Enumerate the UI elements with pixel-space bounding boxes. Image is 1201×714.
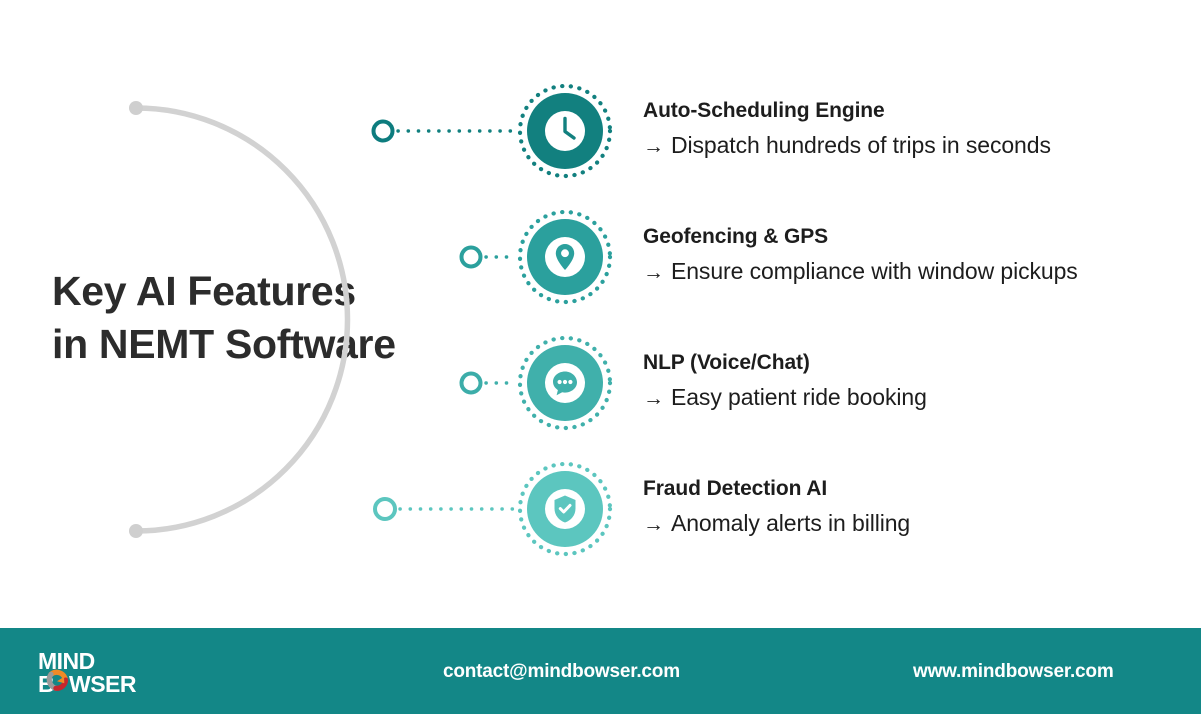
feature-desc-row-2: → Ensure compliance with window pickups <box>643 256 1078 288</box>
feature-desc-row-1: → Dispatch hundreds of trips in seconds <box>643 130 1051 162</box>
icon-badge-2 <box>505 197 625 317</box>
feature-title-4: Fraud Detection AI <box>643 477 828 500</box>
feature-item-geofencing: Geofencing & GPS → Ensure compliance wit… <box>505 197 1078 317</box>
icon-disc-3 <box>527 345 603 421</box>
feature-item-auto-scheduling: Auto-Scheduling Engine → Dispatch hundre… <box>505 71 1051 191</box>
arc-endpoint-bottom-dot <box>129 524 143 538</box>
icon-badge-4 <box>505 449 625 569</box>
arc-node-3 <box>459 371 483 395</box>
arc-connector-graphic <box>129 101 518 538</box>
arrow-icon-1: → <box>643 135 664 158</box>
feature-description-1: Dispatch hundreds of trips in seconds <box>671 132 1051 158</box>
footer-website[interactable]: www.mindbowser.com <box>913 661 1114 682</box>
feature-description-4: Anomaly alerts in billing <box>671 510 911 536</box>
feature-text-3: NLP (Voice/Chat) → Easy patient ride boo… <box>643 350 927 416</box>
dotted-ring-svg-4 <box>517 461 613 557</box>
icon-disc-2 <box>527 219 603 295</box>
feature-desc-row-3: → Easy patient ride booking <box>643 382 927 414</box>
arc-node-1 <box>371 119 395 143</box>
feature-text-1: Auto-Scheduling Engine → Dispatch hundre… <box>643 98 1051 164</box>
clock-icon <box>545 111 585 151</box>
dotted-ring-svg-3 <box>517 335 613 431</box>
page-title-line-1: Key AI Features <box>52 268 356 314</box>
arc-node-2 <box>459 245 483 269</box>
logo-swirl-icon <box>46 669 69 691</box>
feature-description-3: Easy patient ride booking <box>671 384 927 410</box>
chat-bubble-icon <box>545 363 585 403</box>
feature-item-nlp: NLP (Voice/Chat) → Easy patient ride boo… <box>505 323 927 443</box>
dotted-ring-svg-2 <box>517 209 613 305</box>
feature-description-2: Ensure compliance with window pickups <box>671 258 1078 284</box>
logo-text-wser: WSER <box>69 671 137 696</box>
shield-check-icon <box>545 489 585 529</box>
feature-list: Auto-Scheduling Engine → Dispatch hundre… <box>505 71 1078 569</box>
page-title-line-2: in NEMT Software <box>52 321 396 367</box>
feature-item-fraud-detection: Fraud Detection AI → Anomaly alerts in b… <box>505 449 910 569</box>
feature-title-3: NLP (Voice/Chat) <box>643 351 810 374</box>
arrow-icon-3: → <box>643 387 664 410</box>
page-title: Key AI Features in NEMT Software <box>52 265 482 371</box>
icon-badge-3 <box>505 323 625 443</box>
logo-text-mind: MIND <box>38 650 95 674</box>
feature-text-4: Fraud Detection AI → Anomaly alerts in b… <box>643 476 910 542</box>
icon-disc-4 <box>527 471 603 547</box>
icon-badge-1 <box>505 71 625 191</box>
icon-disc-1 <box>527 93 603 169</box>
mindbowser-logo[interactable]: MIND B WSER <box>38 650 198 696</box>
arrow-icon-2: → <box>643 261 664 284</box>
arc-node-4 <box>373 497 397 521</box>
feature-title-1: Auto-Scheduling Engine <box>643 99 885 122</box>
footer-email[interactable]: contact@mindbowser.com <box>443 661 680 682</box>
map-pin-icon <box>545 237 585 277</box>
footer-bar <box>0 628 1201 714</box>
arc-endpoint-top-dot <box>129 101 143 115</box>
feature-desc-row-4: → Anomaly alerts in billing <box>643 508 910 540</box>
dotted-ring-svg-1 <box>517 83 613 179</box>
feature-text-2: Geofencing & GPS → Ensure compliance wit… <box>643 224 1078 290</box>
arc-path <box>133 105 351 534</box>
arrow-icon-4: → <box>643 513 664 536</box>
feature-title-2: Geofencing & GPS <box>643 225 829 248</box>
